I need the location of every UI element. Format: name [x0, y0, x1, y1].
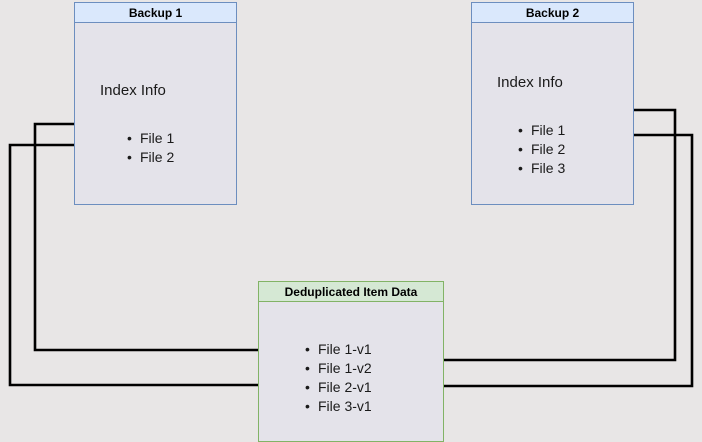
dedup-file-list: File 1-v1 File 1-v2 File 2-v1 File 3-v1 — [305, 340, 372, 416]
dedup-header: Deduplicated Item Data — [258, 281, 444, 302]
backup-2-file-list: File 1 File 2 File 3 — [518, 121, 565, 178]
list-item: File 3 — [518, 159, 565, 178]
list-item: File 1-v2 — [305, 359, 372, 378]
backup-1-index-label: Index Info — [100, 82, 166, 99]
backup-1-header: Backup 1 — [74, 2, 237, 23]
backup-2-header: Backup 2 — [471, 2, 634, 23]
backup-2-index-label: Index Info — [497, 74, 563, 91]
backup-2-title: Backup 2 — [525, 5, 580, 20]
backup-2-body: Index Info File 1 File 2 File 3 — [471, 23, 634, 205]
list-item: File 2 — [127, 148, 174, 167]
list-item: File 2-v1 — [305, 378, 372, 397]
backup-1-title: Backup 1 — [128, 5, 183, 20]
dedup-body: File 1-v1 File 1-v2 File 2-v1 File 3-v1 — [258, 302, 444, 442]
backup-1-box: Backup 1 Index Info File 1 File 2 — [74, 2, 237, 205]
list-item: File 3-v1 — [305, 397, 372, 416]
backup-1-body: Index Info File 1 File 2 — [74, 23, 237, 205]
dedup-title: Deduplicated Item Data — [284, 284, 418, 299]
list-item: File 1 — [518, 121, 565, 140]
list-item: File 1 — [127, 129, 174, 148]
backup-1-file-list: File 1 File 2 — [127, 129, 174, 167]
list-item: File 2 — [518, 140, 565, 159]
list-item: File 1-v1 — [305, 340, 372, 359]
backup-2-box: Backup 2 Index Info File 1 File 2 File 3 — [471, 2, 634, 205]
dedup-box: Deduplicated Item Data File 1-v1 File 1-… — [258, 281, 444, 442]
